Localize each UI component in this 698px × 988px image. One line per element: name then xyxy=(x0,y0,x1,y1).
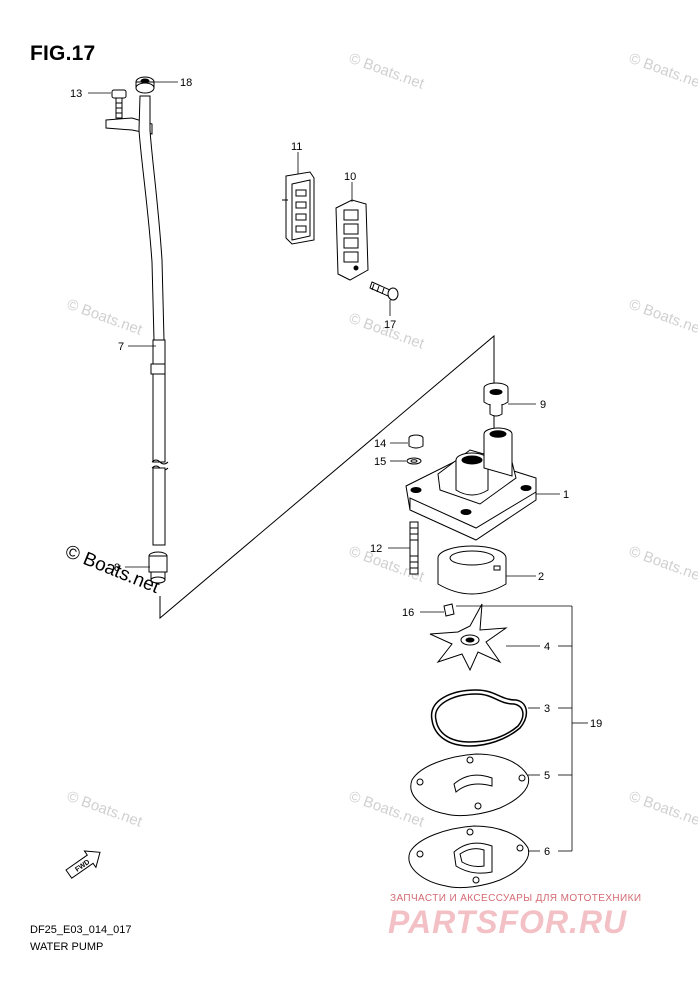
watermark: © Boats.net xyxy=(627,543,698,586)
grommet-18 xyxy=(135,76,155,94)
pump-case-1 xyxy=(405,427,537,541)
fwd-arrow: FWD xyxy=(65,850,101,879)
watermark: © Boats.net xyxy=(347,310,427,353)
watermark: © Boats.net xyxy=(347,50,427,93)
watermark: © Boats.net xyxy=(627,50,698,93)
figure-caption: WATER PUMP xyxy=(30,941,104,953)
screw-17 xyxy=(369,281,399,301)
impeller-4 xyxy=(429,603,508,672)
connector-11 xyxy=(282,171,315,245)
callout-8: 8 xyxy=(114,562,120,574)
brand-logo[interactable]: PARTSFOR.RU xyxy=(388,904,628,940)
figure-title: FIG.17 xyxy=(30,42,96,65)
watermark: © Boats.net xyxy=(627,788,698,831)
fwd-label: FWD xyxy=(74,859,91,874)
callout-9: 9 xyxy=(540,399,546,411)
nut-14 xyxy=(408,434,424,449)
callout-13: 13 xyxy=(70,88,82,100)
kit-bracket-19 xyxy=(456,605,588,852)
callout-16: 16 xyxy=(402,607,414,619)
gasket-3 xyxy=(430,689,528,747)
callout-4: 4 xyxy=(544,641,550,653)
callout-2: 2 xyxy=(538,571,544,583)
watermark-prominent: © Boats.net xyxy=(62,541,163,598)
callout-19: 19 xyxy=(590,718,602,730)
bolt-13 xyxy=(111,89,127,119)
grommet-8 xyxy=(148,551,168,584)
brand-tagline: ЗАПЧАСТИ И АКСЕССУАРЫ ДЛЯ МОТОТЕХНИКИ xyxy=(390,893,642,904)
key-16 xyxy=(443,603,455,617)
water-tube-assembly xyxy=(105,76,169,584)
callout-11: 11 xyxy=(291,141,302,153)
watermark: © Boats.net xyxy=(627,296,698,339)
callout-1: 1 xyxy=(563,489,569,501)
callout-3: 3 xyxy=(544,703,550,715)
watermark: © Boats.net xyxy=(65,788,145,831)
callout-6: 6 xyxy=(544,846,550,858)
stud-12 xyxy=(409,521,419,575)
callout-10: 10 xyxy=(344,171,356,183)
leader-lines-left xyxy=(88,81,178,568)
callout-5: 5 xyxy=(544,770,550,782)
callout-14: 14 xyxy=(374,438,386,450)
callout-17: 17 xyxy=(384,319,396,331)
washer-15 xyxy=(406,457,422,465)
seal-9 xyxy=(483,382,509,417)
drawing-code: DF25_E03_014_017 xyxy=(30,924,132,936)
callout-18: 18 xyxy=(180,77,192,89)
plate-5 xyxy=(410,753,530,817)
connector-10 xyxy=(335,199,369,281)
liner-2 xyxy=(437,545,507,595)
gasket-6 xyxy=(408,825,530,889)
callout-15: 15 xyxy=(374,456,386,468)
callout-7: 7 xyxy=(118,341,124,353)
watermark: © Boats.net xyxy=(65,296,145,339)
callout-numbers: 1 2 3 4 5 6 7 8 9 10 11 12 13 14 15 16 1… xyxy=(70,77,602,858)
callout-12: 12 xyxy=(370,543,382,555)
